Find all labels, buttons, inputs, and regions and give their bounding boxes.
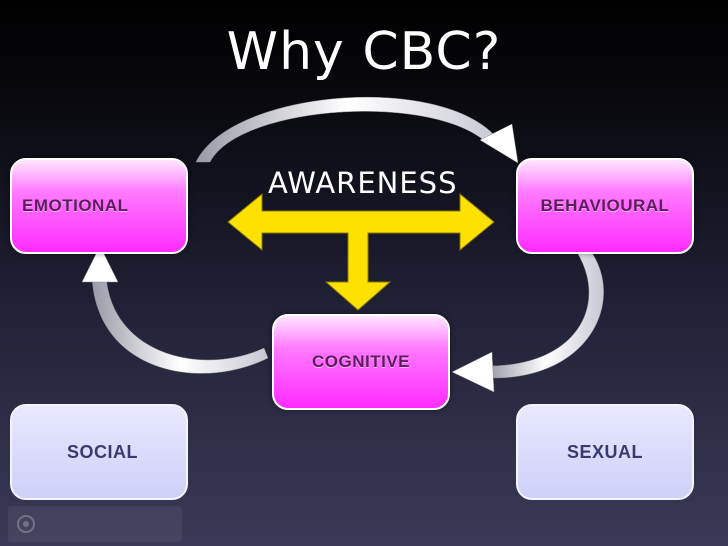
node-emotional: EMOTIONAL — [10, 158, 188, 254]
node-sexual: SEXUAL — [516, 404, 694, 500]
cycle-arrow-top — [195, 96, 519, 164]
awareness-label: AWARENESS — [268, 166, 458, 200]
node-behavioural: BEHAVIOURAL — [516, 158, 694, 254]
cycle-arrow-right — [451, 249, 604, 393]
slide-title: Why CBC? — [226, 22, 502, 82]
watermark-logo — [8, 506, 182, 542]
node-cognitive: COGNITIVE — [272, 314, 450, 410]
awareness-arrow — [227, 192, 495, 311]
node-behavioural-label: BEHAVIOURAL — [540, 196, 670, 215]
node-cognitive-label: COGNITIVE — [311, 352, 410, 371]
cycle-arrow-left — [81, 245, 269, 374]
node-social: SOCIAL — [10, 404, 188, 500]
node-sexual-label: SEXUAL — [566, 441, 643, 462]
node-social-label: SOCIAL — [67, 441, 139, 462]
node-emotional-label: EMOTIONAL — [22, 196, 129, 215]
logo-icon — [17, 515, 35, 533]
